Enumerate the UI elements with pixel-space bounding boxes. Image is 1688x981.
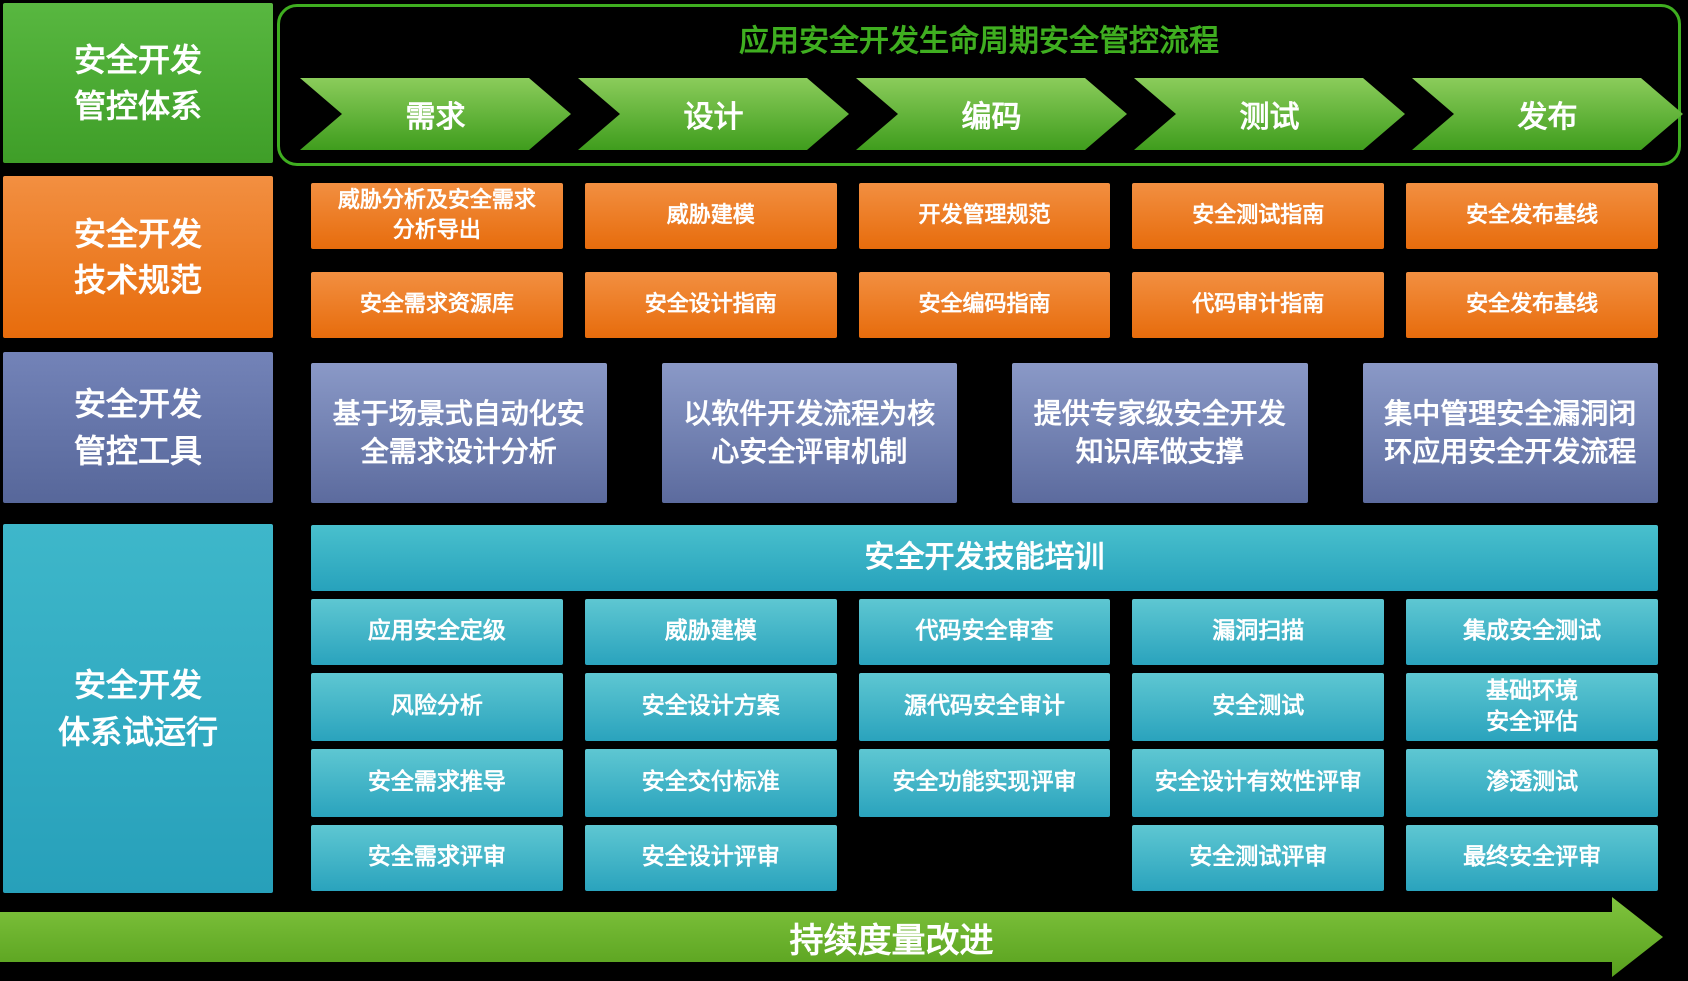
phase-chevron-design: 设计 [578,78,849,150]
training-item: 漏洞扫描 [1132,599,1385,665]
tools-grid: 基于场景式自动化安 全需求设计分析 以软件开发流程为核 心安全评审机制 提供专家… [311,363,1658,503]
training-item: 安全交付标准 [584,749,837,817]
training-item: 安全需求推导 [311,749,563,817]
spec-item: 威胁建模 [584,183,837,249]
training-item: 基础环境 安全评估 [1406,673,1658,741]
training-item: 代码安全审查 [858,599,1111,665]
training-item: 安全设计评审 [584,825,837,891]
phase-flow: 需求 设计 编码 测试 发布 [300,78,1683,150]
training-item: 风险分析 [311,673,563,741]
tool-item: 集中管理安全漏洞闭 环应用安全开发流程 [1362,363,1658,503]
tool-item: 基于场景式自动化安 全需求设计分析 [311,363,607,503]
training-item: 安全需求评审 [311,825,563,891]
lifecycle-title: 应用安全开发生命周期安全管控流程 [739,24,1219,59]
spec-item: 安全发布基线 [1406,272,1658,338]
training-grid: 安全开发技能培训 应用安全定级 威胁建模 代码安全审查 漏洞扫描 集成安全测试 … [311,525,1658,891]
spec-item: 安全发布基线 [1406,183,1658,249]
phase-chevron-requirements: 需求 [300,78,571,150]
spec-item: 安全测试指南 [1132,183,1385,249]
training-item-empty [859,825,1111,891]
tool-item: 提供专家级安全开发 知识库做支撑 [1012,363,1308,503]
tool-item: 以软件开发流程为核 心安全评审机制 [661,363,957,503]
continuous-improvement-arrow: 持续度量改进 [0,897,1663,977]
training-item: 应用安全定级 [311,599,563,665]
spec-item: 代码审计指南 [1132,272,1385,338]
spec-item: 开发管理规范 [858,183,1111,249]
training-item: 威胁建模 [584,599,837,665]
spec-item: 安全需求资源库 [311,272,563,338]
phase-chevron-release: 发布 [1412,78,1683,150]
training-item: 集成安全测试 [1406,599,1658,665]
phase-chevron-coding: 编码 [856,78,1127,150]
training-item: 安全测试评审 [1132,825,1385,891]
spec-item: 威胁分析及安全需求 分析导出 [311,183,563,249]
training-item: 安全测试 [1132,673,1385,741]
spec-item: 安全设计指南 [584,272,837,338]
lifecycle-frame [277,4,1681,166]
section-label-tools: 安全开发 管控工具 [3,352,273,503]
section-label-trial: 安全开发 体系试运行 [3,524,273,893]
training-item: 渗透测试 [1406,749,1658,817]
section-label-specs: 安全开发 技术规范 [3,176,273,338]
spec-item: 安全编码指南 [858,272,1111,338]
training-item: 安全设计有效性评审 [1132,749,1385,817]
training-item: 最终安全评审 [1406,825,1658,891]
continuous-improvement-label: 持续度量改进 [789,920,994,961]
training-item: 源代码安全审计 [858,673,1111,741]
training-header: 安全开发技能培训 [311,525,1658,591]
training-item: 安全功能实现评审 [858,749,1111,817]
training-item: 安全设计方案 [584,673,837,741]
spec-grid: 威胁分析及安全需求 分析导出 威胁建模 开发管理规范 安全测试指南 安全发布基线… [311,183,1658,338]
section-label-lifecycle: 安全开发 管控体系 [3,3,273,163]
phase-chevron-testing: 测试 [1134,78,1405,150]
